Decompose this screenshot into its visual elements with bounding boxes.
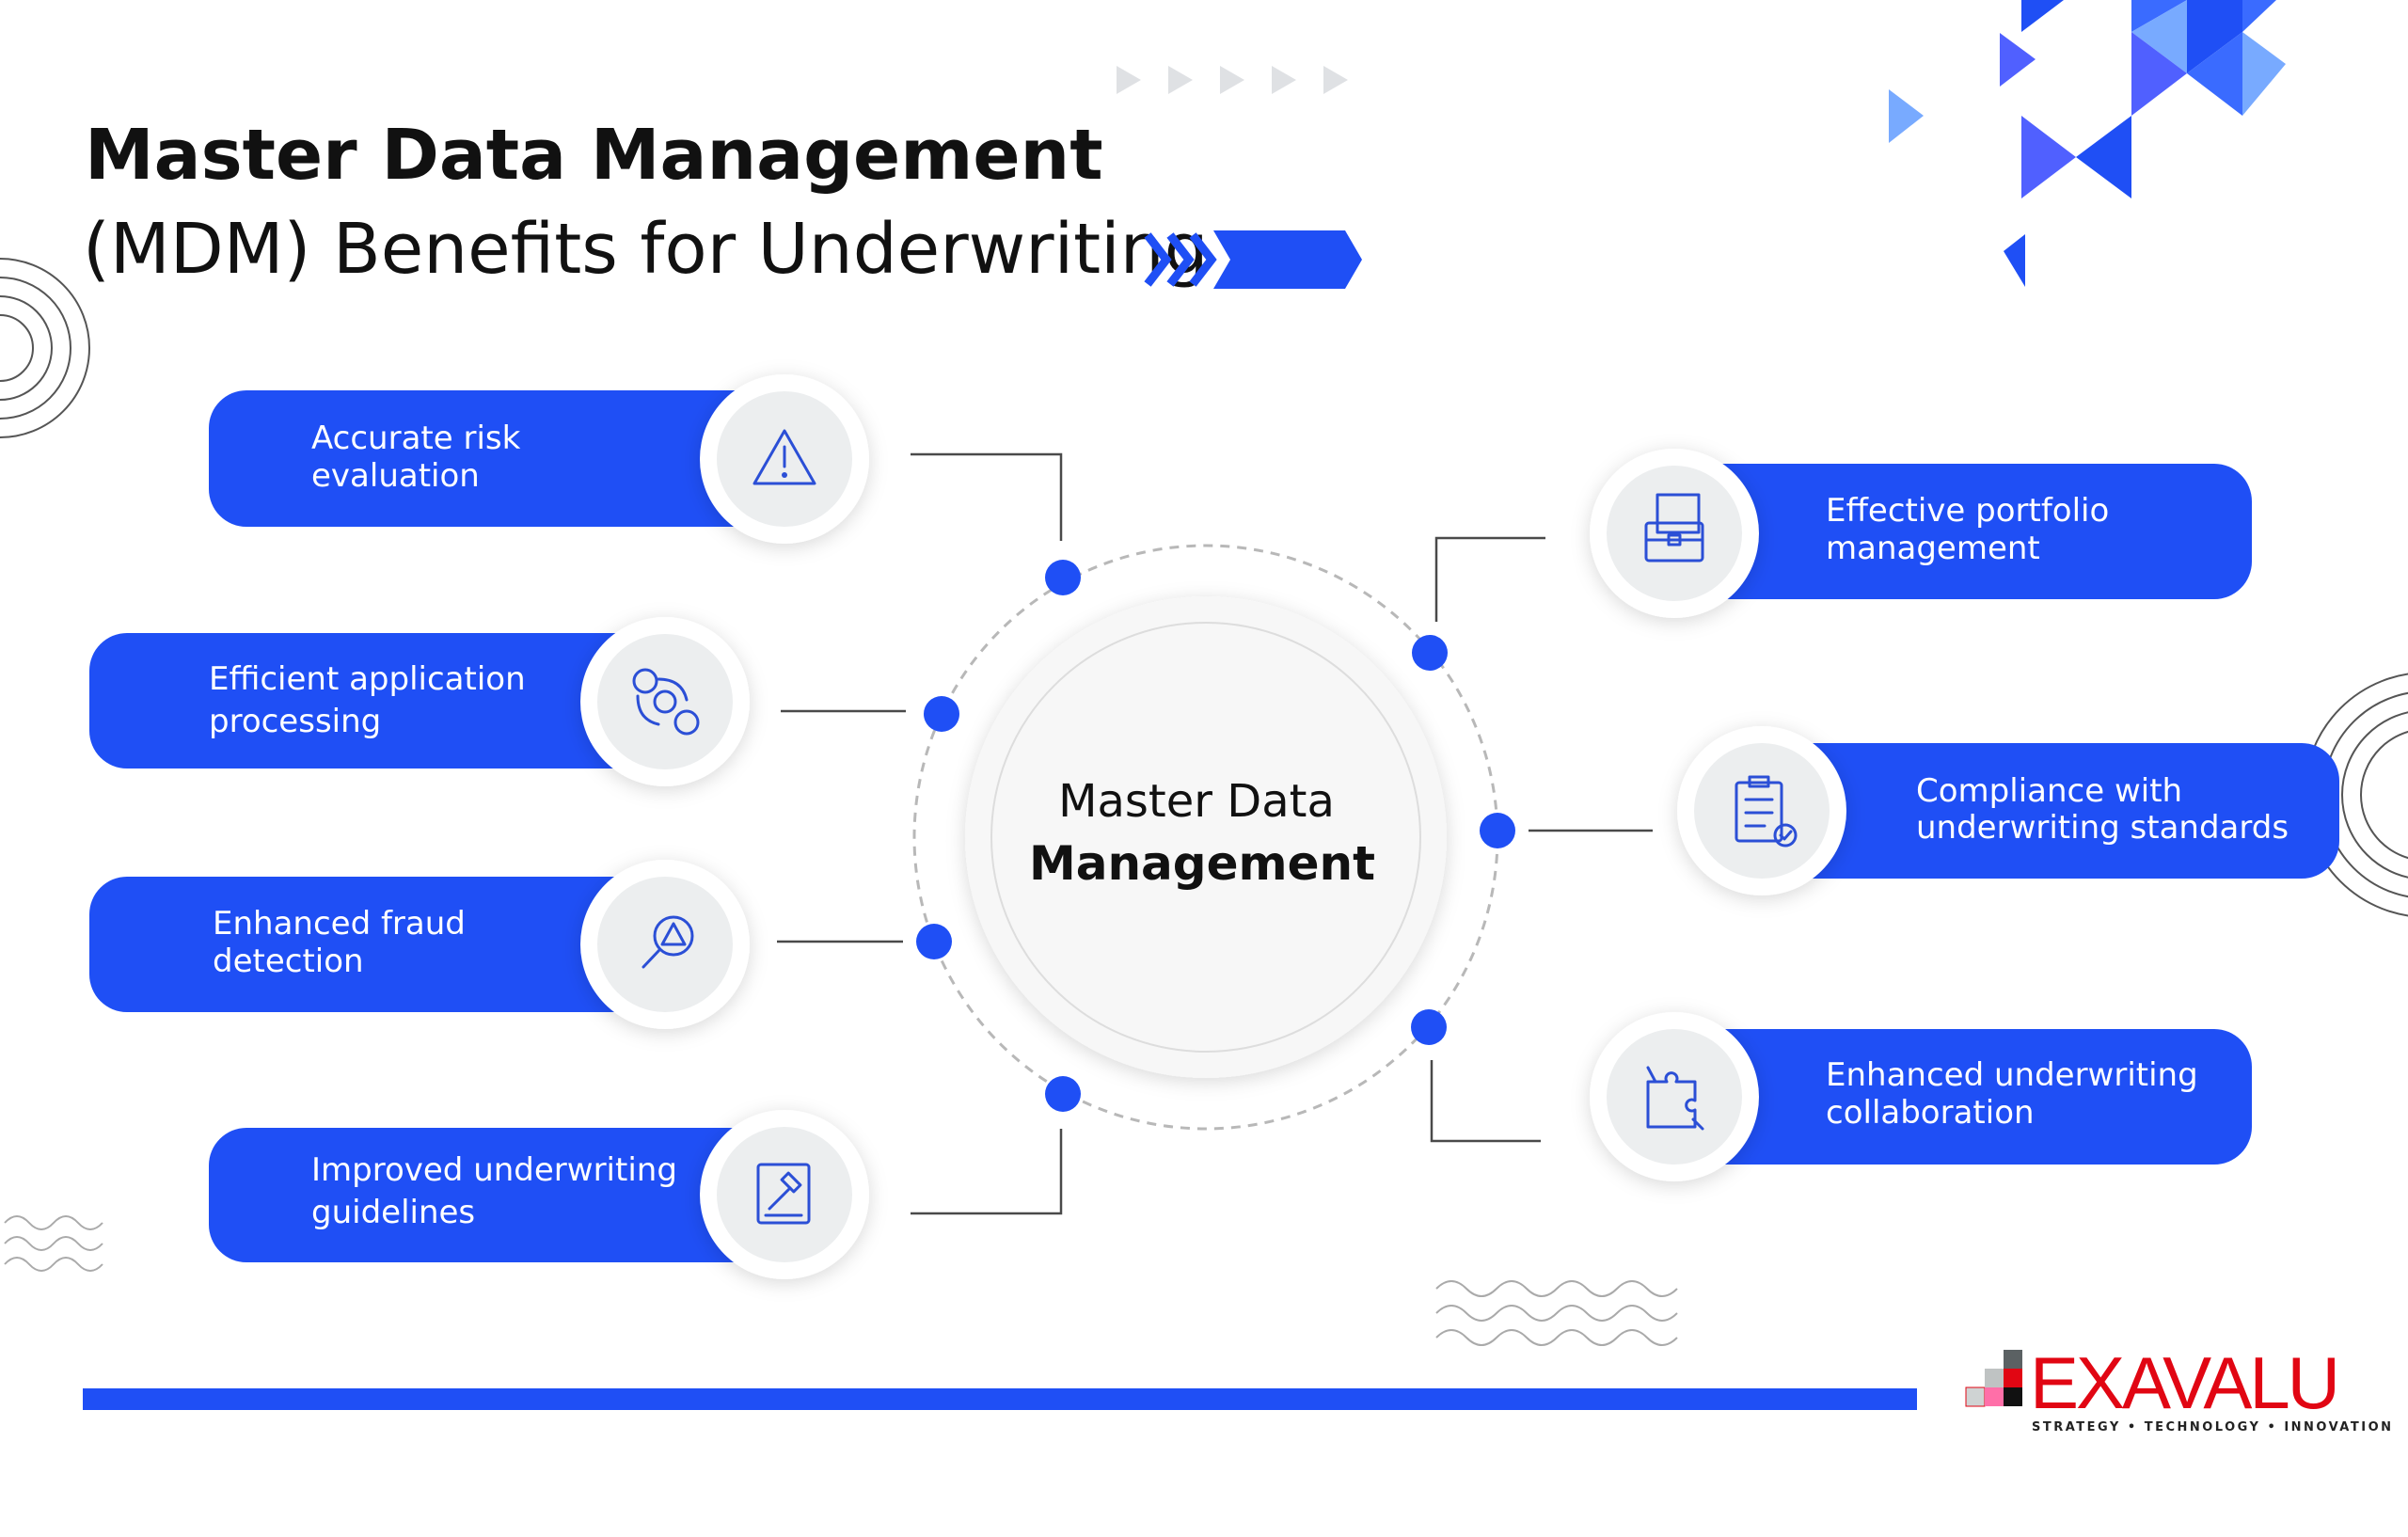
center-hub: Master Data Management — [912, 544, 1499, 1131]
benefit-label-line-1: Enhanced fraud — [213, 905, 466, 943]
connector-lines — [777, 452, 1653, 1215]
warning-icon — [752, 429, 816, 485]
decor-blue-triangles — [1889, 0, 2286, 287]
benefit-label-line-1: Accurate risk — [311, 420, 521, 457]
benefit-improved-underwriting-guidelines: Improved underwriting guidelines — [209, 1110, 869, 1279]
bottom-accent-bar — [83, 1388, 1917, 1410]
magnifier-alert-icon — [642, 915, 694, 969]
decor-circles-left — [0, 258, 90, 438]
benefit-accurate-risk-evaluation: Accurate risk evaluation — [209, 374, 869, 544]
title-line-1: Master Data Management — [85, 115, 1103, 196]
benefit-enhanced-fraud-detection: Enhanced fraud detection — [89, 860, 750, 1029]
decor-gray-arrows — [1117, 66, 1348, 94]
benefit-label-line-2: guidelines — [311, 1194, 475, 1231]
benefit-enhanced-underwriting-collaboration: Enhanced underwriting collaboration — [1590, 1012, 2252, 1181]
title-chevron-arrow — [1144, 230, 1362, 289]
benefit-label-line-2: underwriting standards — [1916, 809, 2289, 847]
gavel-book-icon — [756, 1163, 811, 1225]
benefit-efficient-application-processing: Efficient application processing — [89, 617, 750, 786]
benefit-label-line-2: management — [1826, 530, 2040, 567]
benefit-label-line-2: evaluation — [311, 457, 480, 495]
logo-tagline: STRATEGY • TECHNOLOGY • INNOVATION — [2032, 1420, 2394, 1434]
benefit-label-line-1: Effective portfolio — [1826, 492, 2109, 530]
decor-waves — [4, 1215, 1678, 1346]
benefit-label-line-1: Efficient application — [209, 660, 526, 698]
connector-dots — [916, 560, 1515, 1112]
center-line-2: Management — [1029, 836, 1375, 891]
benefit-label-line-2: detection — [213, 943, 364, 980]
money-gear-clock-icon — [632, 668, 700, 736]
puzzle-hands-icon — [1646, 1066, 1704, 1131]
briefcase-document-icon — [1644, 493, 1704, 563]
exavalu-logo: EXAVALU STRATEGY • TECHNOLOGY • INNOVATI… — [1965, 1341, 2394, 1434]
logo-wordmark: EXAVALU — [2030, 1341, 2340, 1424]
benefit-compliance-with-underwriting-standards: Compliance with underwriting standards — [1677, 726, 2339, 895]
benefit-label-line-2: collaboration — [1826, 1094, 2035, 1132]
benefit-effective-portfolio-management: Effective portfolio management — [1590, 449, 2252, 618]
benefit-label-line-2: processing — [209, 703, 381, 740]
checklist-clipboard-icon — [1735, 775, 1798, 848]
center-line-1: Master Data — [1058, 775, 1335, 828]
benefit-label-line-1: Improved underwriting — [311, 1151, 677, 1189]
benefit-label-line-1: Compliance with — [1916, 772, 2182, 810]
benefit-label-line-1: Enhanced underwriting — [1826, 1056, 2198, 1094]
title-line-2: (MDM) Benefits for Underwriting — [83, 209, 1209, 290]
